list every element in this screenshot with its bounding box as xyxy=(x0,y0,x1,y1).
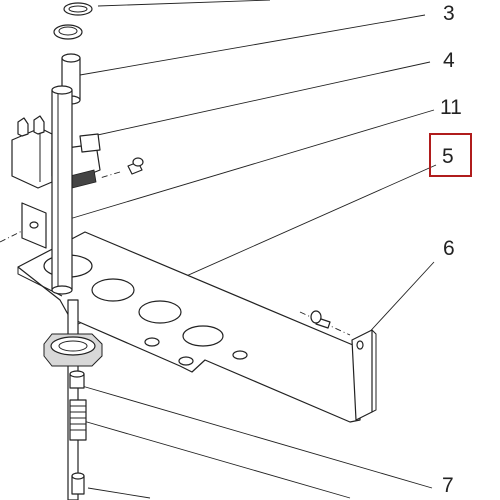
callout-11: 11 xyxy=(440,96,462,119)
screw-lower xyxy=(310,310,331,329)
callout-3: 3 xyxy=(443,2,455,25)
large-nut xyxy=(43,333,103,367)
callout-highlight-box xyxy=(429,133,472,177)
callout-5: 5 xyxy=(442,145,454,168)
long-vertical-tube xyxy=(51,85,73,295)
hose-clamp-top xyxy=(53,2,93,40)
mounting-plate xyxy=(21,202,47,249)
threaded-fitting xyxy=(69,399,87,495)
sleeve xyxy=(69,370,85,389)
callout-7: 7 xyxy=(442,474,454,497)
callout-4: 4 xyxy=(443,49,455,72)
bracket-plate xyxy=(17,231,361,423)
screw-upper xyxy=(127,157,144,175)
callout-6: 6 xyxy=(443,237,455,260)
vertical-bracket xyxy=(351,329,377,421)
